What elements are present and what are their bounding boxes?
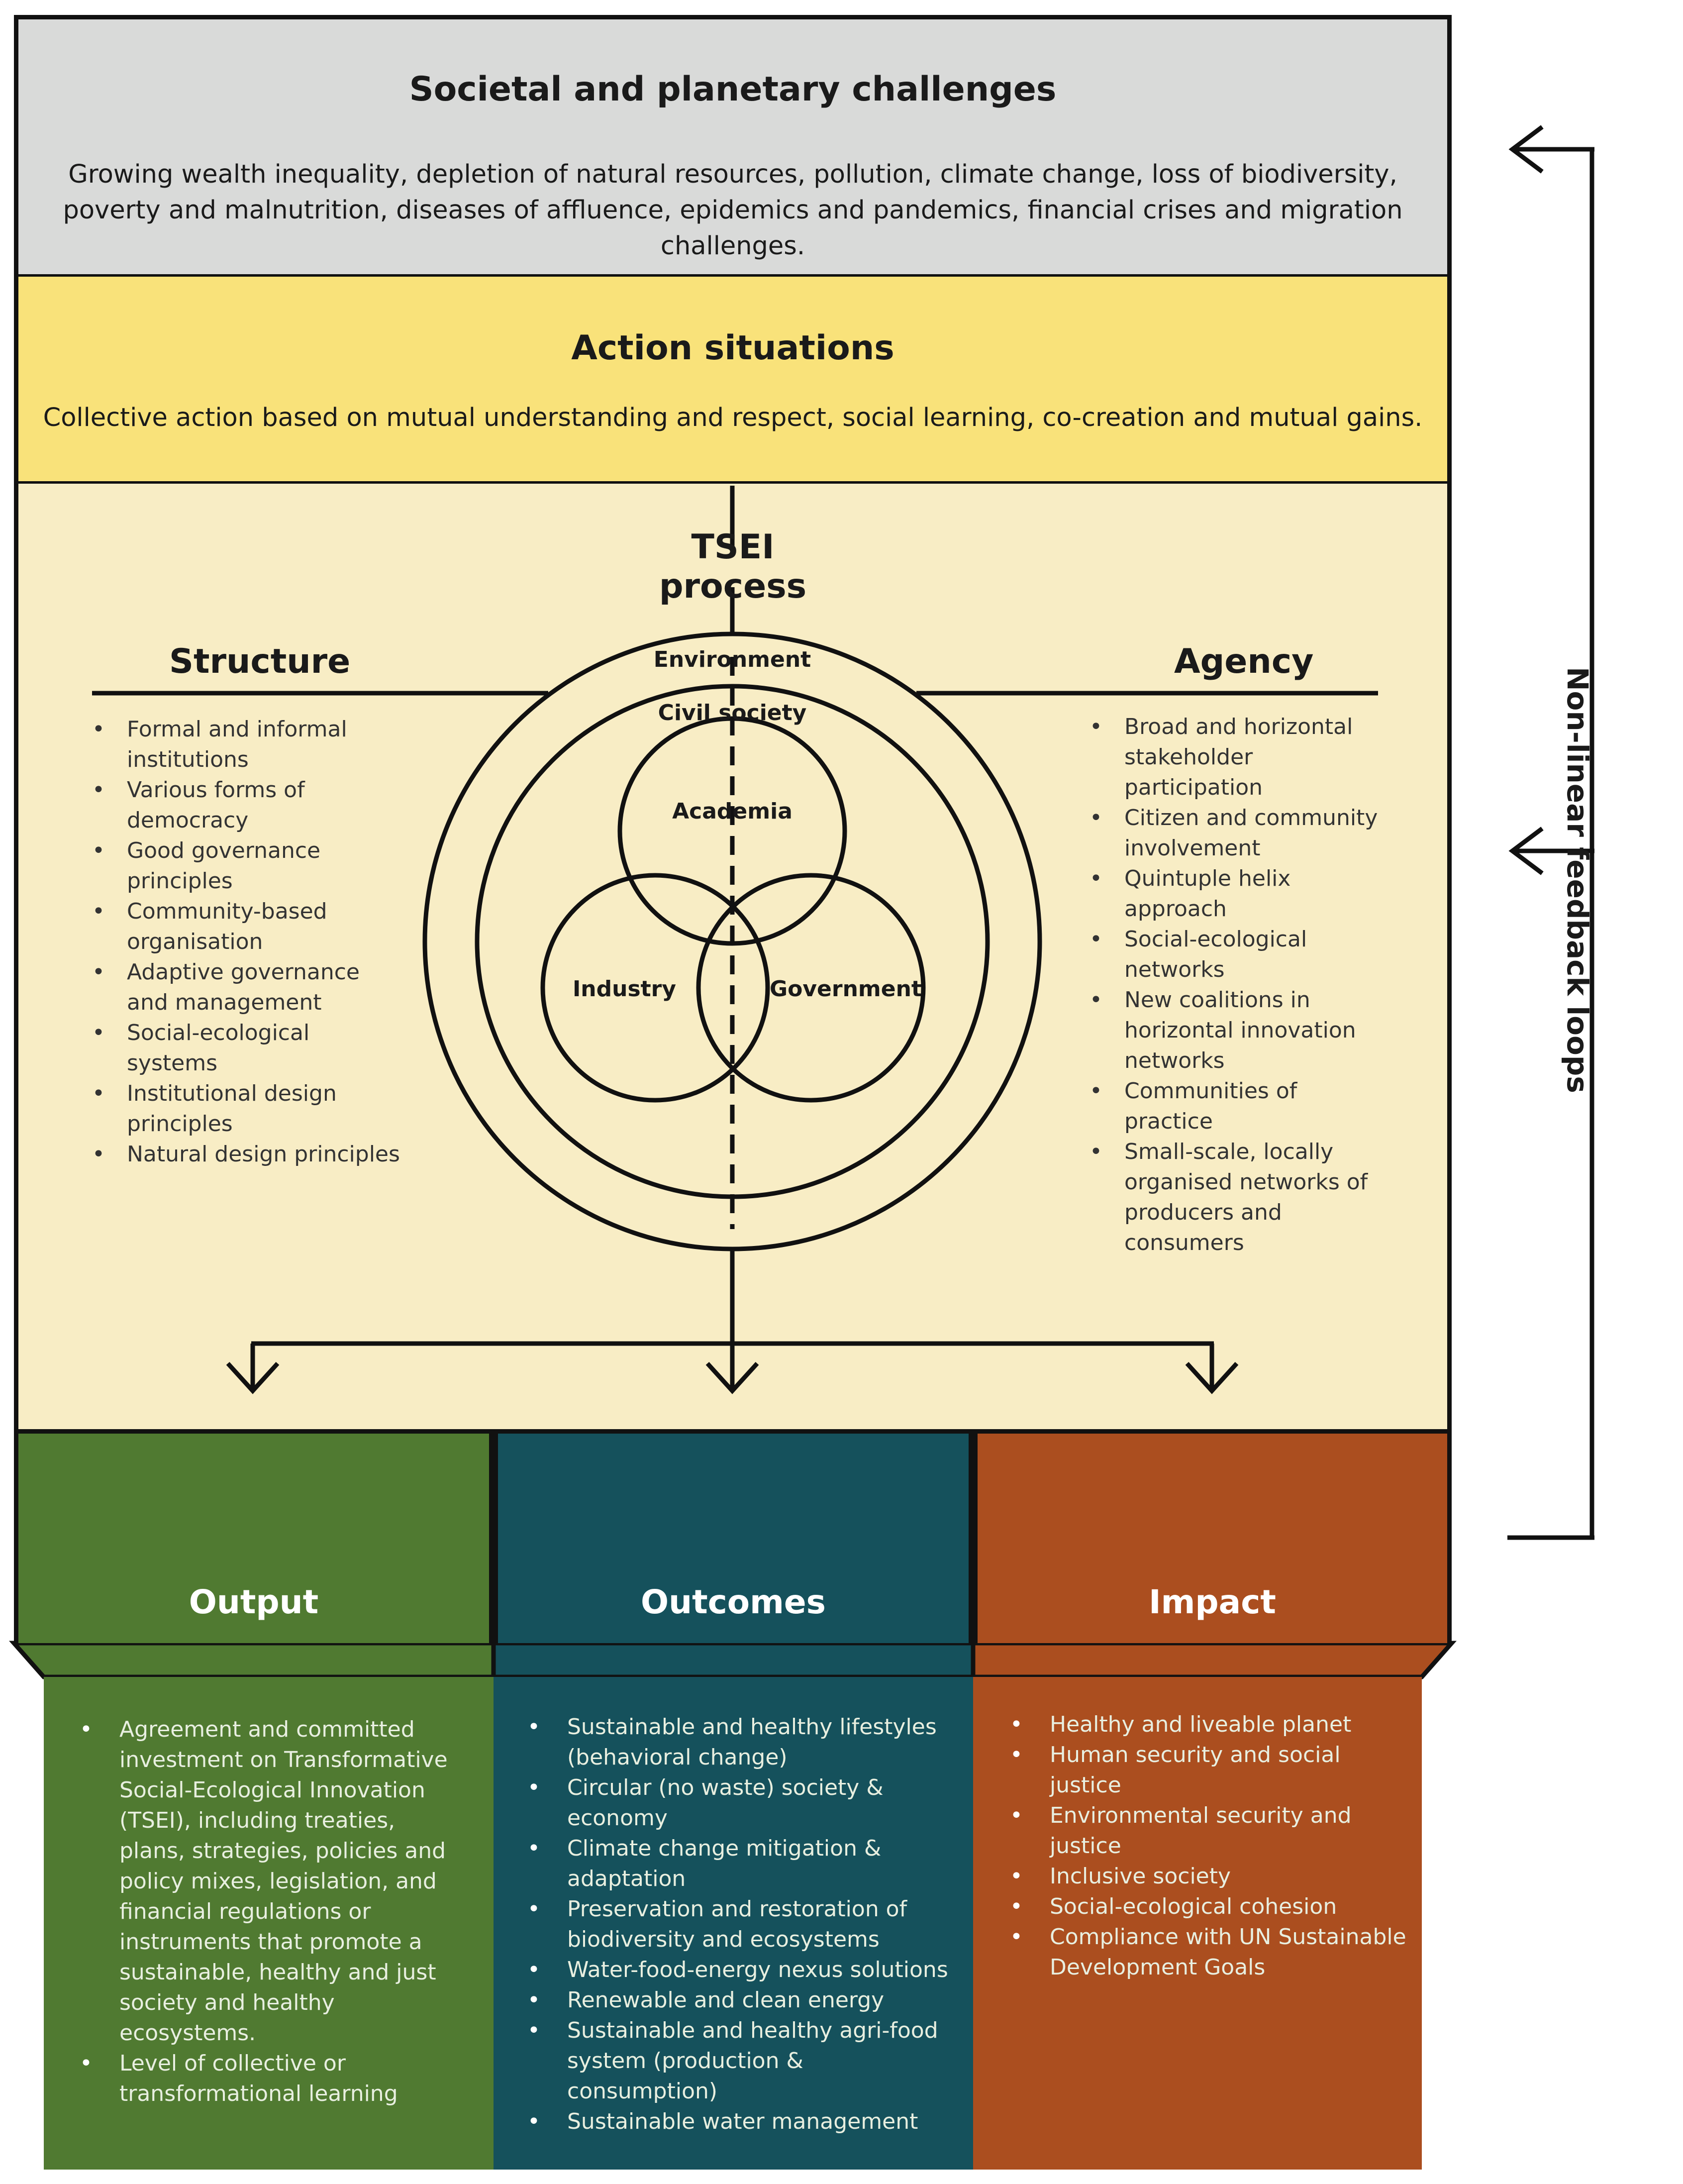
government-circle: [696, 873, 926, 1103]
list-item: Natural design principles: [92, 1139, 405, 1169]
impact-list: Healthy and liveable planet Human securi…: [1010, 1709, 1408, 1982]
impact-box: Impact: [973, 1429, 1452, 1643]
arrow-to-outcomes: [705, 1361, 759, 1394]
agency-title: Agency: [1174, 642, 1314, 681]
list-item: Adaptive governance and management: [92, 957, 405, 1018]
feedback-loops-label: Non-linear feedback loops: [1561, 667, 1594, 1093]
list-item: New coalitions in horizontal innovation …: [1089, 985, 1388, 1076]
challenges-title: Societal and planetary challenges: [409, 70, 1057, 109]
list-item: Community-based organisation: [92, 896, 405, 957]
list-item: Preservation and restoration of biodiver…: [527, 1894, 955, 1955]
tsei-title: TSEI process: [659, 527, 807, 606]
outcomes-box: Outcomes: [494, 1429, 973, 1643]
list-item: Social-ecological networks: [1089, 924, 1388, 985]
agency-list: Broad and horizontal stakeholder partici…: [1089, 712, 1388, 1258]
government-label: Government: [770, 976, 922, 1002]
list-item: Sustainable and healthy lifestyles (beha…: [527, 1712, 955, 1772]
academia-label: Academia: [672, 799, 792, 824]
outcomes-list: Sustainable and healthy lifestyles (beha…: [527, 1712, 955, 2137]
list-item: Citizen and community involvement: [1089, 803, 1388, 863]
output-list: Agreement and committed investment on Tr…: [80, 1714, 458, 2109]
industry-circle: [540, 873, 770, 1103]
list-item: Circular (no waste) society & economy: [527, 1772, 955, 1833]
challenges-text: Growing wealth inequality, depletion of …: [63, 160, 1403, 261]
list-item: Compliance with UN Sustainable Developme…: [1010, 1922, 1408, 1982]
output-box: Output: [14, 1429, 494, 1643]
list-item: Social-ecological systems: [92, 1018, 405, 1078]
action-situations-text: Collective action based on mutual unders…: [43, 403, 1423, 432]
industry-label: Industry: [572, 976, 677, 1002]
civil-society-label: Civil society: [658, 700, 807, 726]
structure-list: Formal and informal institutions Various…: [92, 714, 405, 1169]
environment-label: Environment: [653, 647, 811, 672]
list-item: Renewable and clean energy: [527, 1985, 955, 2015]
list-item: Level of collective or transformational …: [80, 2048, 458, 2109]
list-item: Institutional design principles: [92, 1078, 405, 1139]
list-item: Inclusive society: [1010, 1861, 1408, 1891]
feedback-arrow-middle: [1508, 827, 1544, 875]
list-item: Sustainable and healthy agri-food system…: [527, 2015, 955, 2106]
list-item: Good governance principles: [92, 835, 405, 896]
list-item: Environmental security and justice: [1010, 1800, 1408, 1861]
list-item: Climate change mitigation & adaptation: [527, 1833, 955, 1894]
list-item: Formal and informal institutions: [92, 714, 405, 775]
list-item: Small-scale, locally organised networks …: [1089, 1137, 1388, 1258]
output-label: Output: [189, 1583, 319, 1621]
list-item: Agreement and committed investment on Tr…: [80, 1714, 458, 2048]
outcomes-label: Outcomes: [641, 1583, 826, 1621]
action-situations-title: Action situations: [571, 328, 894, 368]
list-item: Various forms of democracy: [92, 775, 405, 835]
list-item: Healthy and liveable planet: [1010, 1709, 1408, 1740]
list-item: Communities of practice: [1089, 1076, 1388, 1137]
list-item: Broad and horizontal stakeholder partici…: [1089, 712, 1388, 803]
list-item: Social-ecological cohesion: [1010, 1891, 1408, 1922]
arrow-to-output: [226, 1361, 280, 1394]
list-item: Sustainable water management: [527, 2106, 955, 2137]
challenges-band: [14, 15, 1452, 279]
list-item: Quintuple helix approach: [1089, 863, 1388, 924]
list-item: Water-food-energy nexus solutions: [527, 1955, 955, 1985]
action-situations-band: [14, 277, 1452, 486]
list-item: Human security and social justice: [1010, 1740, 1408, 1800]
feedback-arrow-top: [1508, 125, 1544, 174]
impact-label: Impact: [1149, 1583, 1276, 1621]
structure-title: Structure: [169, 642, 351, 681]
arrow-to-impact: [1185, 1361, 1239, 1394]
